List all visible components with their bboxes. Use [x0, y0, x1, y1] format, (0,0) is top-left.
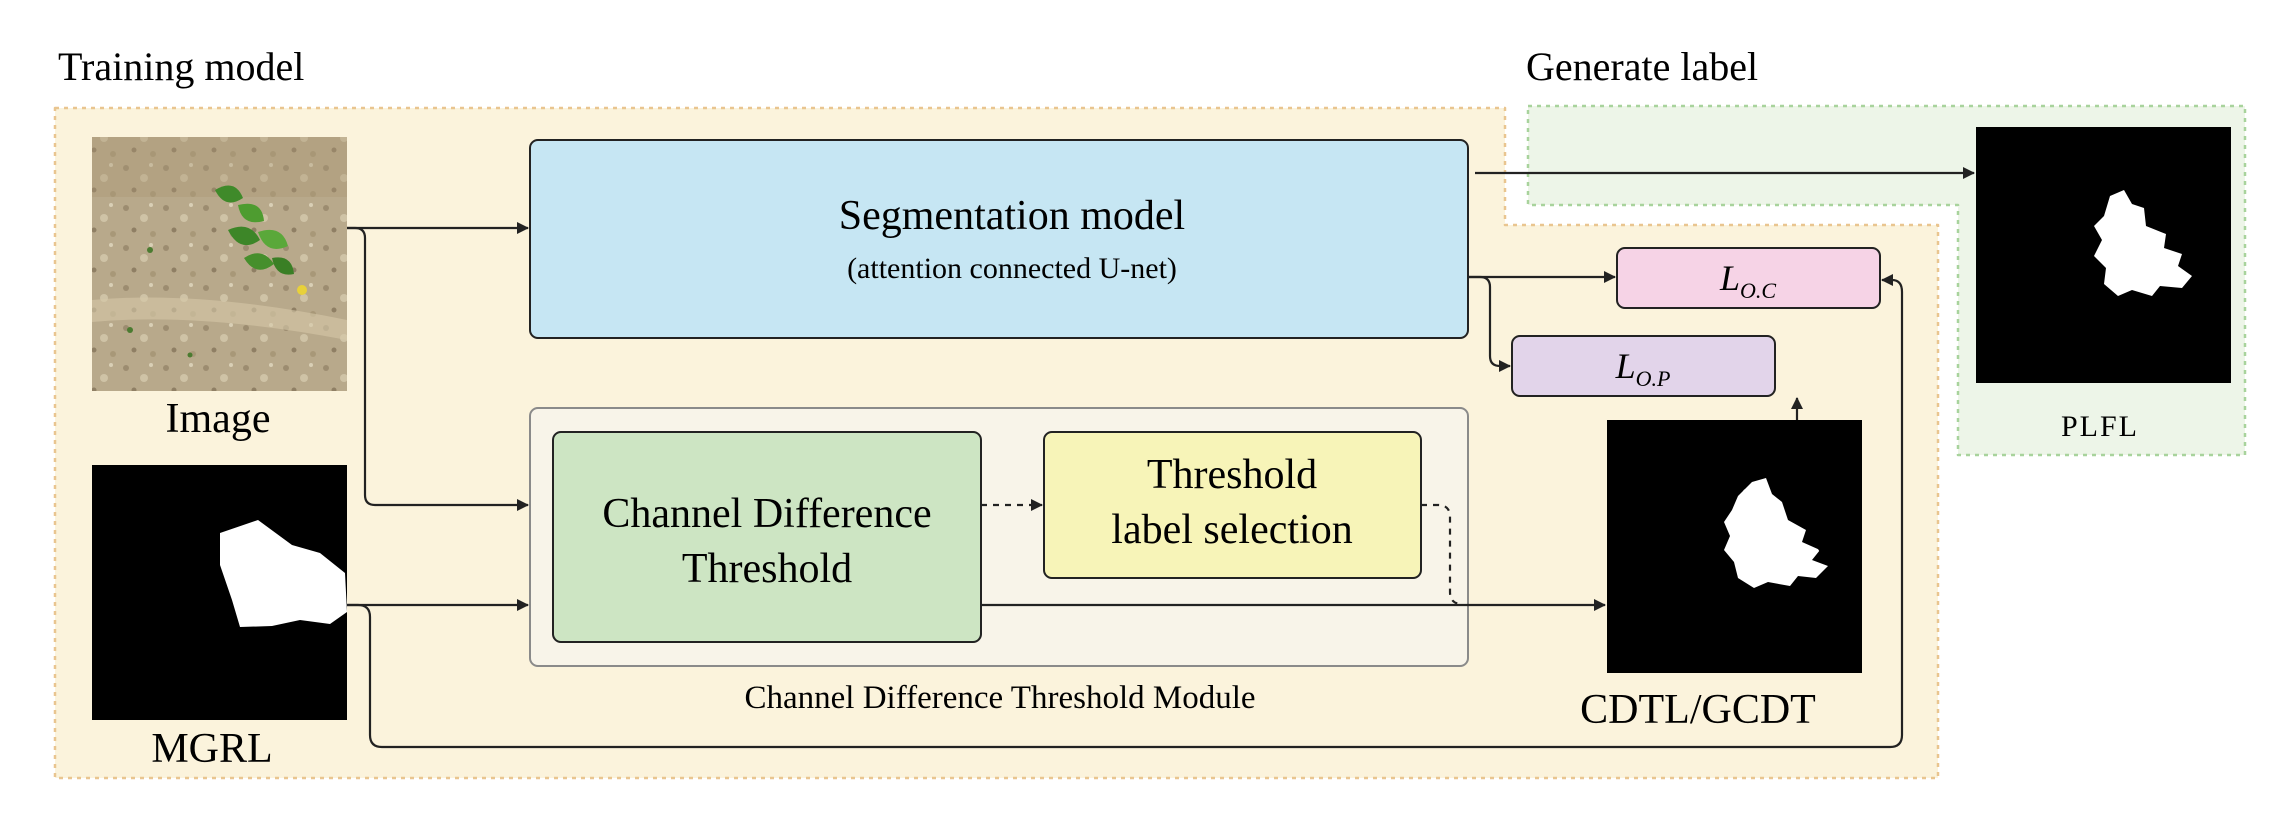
section-title-generate: Generate label [1526, 44, 1758, 89]
loss-op-subscript: O.P [1636, 366, 1671, 391]
cdt-module-caption: Channel Difference Threshold Module [744, 680, 1255, 716]
input-image [92, 137, 347, 391]
plfl-caption: PLFL [2061, 410, 2139, 443]
mgrl-caption: MGRL [151, 726, 272, 772]
tls-box-line2: label selection [1111, 507, 1352, 553]
arrow-mgrl-to-loss-oc [347, 274, 1904, 749]
image-caption: Image [166, 396, 271, 442]
mgrl-mask [92, 465, 347, 720]
plfl-mask [1976, 127, 2231, 383]
arrow-tls-to-cdtl [1421, 503, 1463, 606]
cdt-box-line2: Threshold [682, 546, 852, 592]
svg-text:LO.P: LO.P [1615, 346, 1671, 391]
cdtl-gcdt-mask [1607, 420, 1862, 673]
loss-op-symbol: L [1615, 346, 1636, 386]
svg-text:LO.C: LO.C [1719, 258, 1776, 303]
cdtl-gcdt-caption: CDTL/GCDT [1580, 687, 1816, 733]
loss-oc-subscript: O.C [1740, 278, 1776, 303]
segmentation-subtitle: (attention connected U-net) [847, 252, 1177, 285]
arrow-image-to-cdt [347, 226, 529, 511]
channel-difference-threshold-box [552, 431, 982, 643]
loss-op-box: LO.P [1511, 335, 1776, 397]
segmentation-model-box [529, 139, 1469, 339]
section-title-training: Training model [58, 44, 304, 89]
arrow-segmentation-to-loss-op [1468, 275, 1511, 372]
tls-box-line1: Threshold [1147, 452, 1317, 498]
connectors [347, 167, 1975, 749]
segmentation-title: Segmentation model [839, 193, 1185, 239]
loss-oc-symbol: L [1719, 258, 1740, 298]
loss-oc-box: LO.C [1616, 247, 1881, 309]
cdt-box-line1: Channel Difference [602, 491, 931, 537]
